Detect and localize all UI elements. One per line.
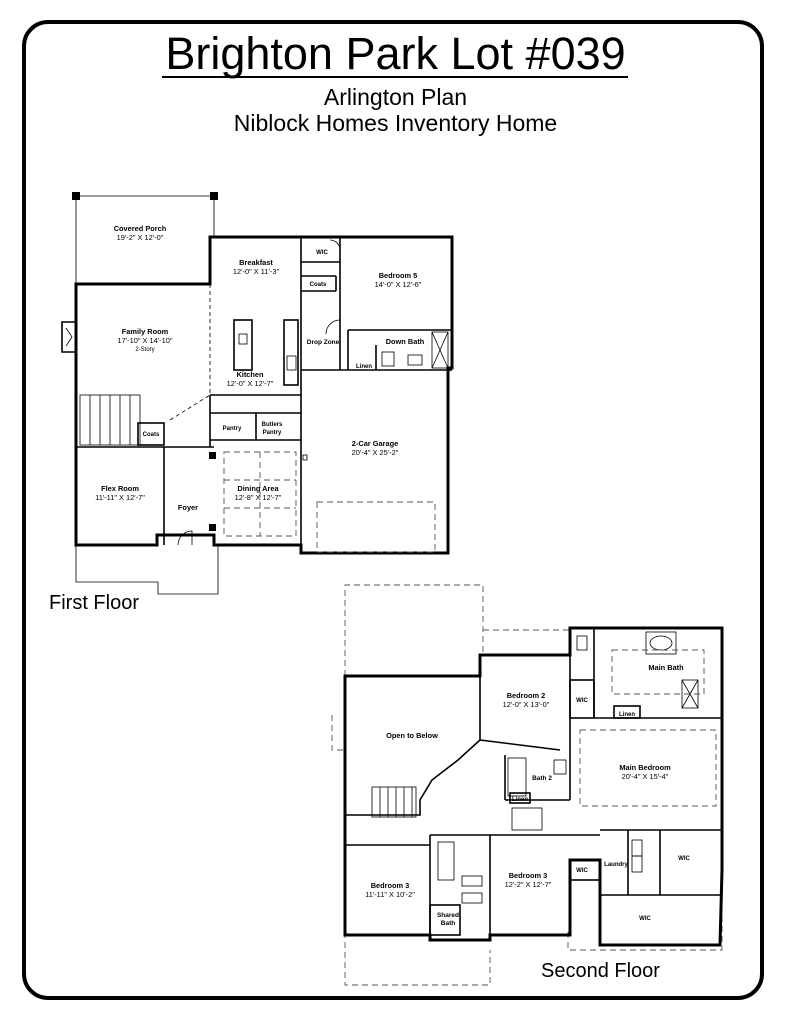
shared-bath-label-2: Bath bbox=[441, 920, 455, 927]
drop-zone-label: Drop Zone bbox=[307, 339, 340, 346]
shared-bath-label-1: Shared bbox=[437, 912, 459, 919]
title-underline bbox=[162, 76, 628, 78]
garage-dims: 20'-4" X 25'-2" bbox=[352, 448, 399, 457]
linen-hall-label: Linen bbox=[512, 797, 528, 803]
open-to-below-rail bbox=[345, 676, 481, 816]
linen-main-label: Linen bbox=[619, 712, 635, 718]
main-bedroom-tray bbox=[579, 729, 717, 807]
second-floor-plan bbox=[331, 584, 724, 986]
kitchen-island bbox=[233, 319, 253, 371]
main-bedroom-label: Main Bedroom bbox=[619, 763, 671, 772]
wic-bedroom-2-label: WIC bbox=[576, 698, 588, 704]
wic-bedroom-3-label: WIC bbox=[576, 868, 588, 874]
linen-first-floor-label: Linen bbox=[356, 364, 372, 370]
covered-porch-label: Covered Porch bbox=[114, 224, 167, 233]
down-bath-label: Down Bath bbox=[386, 337, 425, 346]
kitchen-counter bbox=[283, 319, 299, 386]
stairs-second-floor bbox=[371, 786, 417, 818]
family-room-note: 2-Story bbox=[135, 347, 154, 353]
dining-area-dims: 12'-8" X 12'-7" bbox=[235, 493, 282, 502]
wic-first-floor-label: WIC bbox=[316, 250, 328, 256]
covered-porch-dims: 19'-2" X 12'-0" bbox=[117, 233, 164, 242]
wic-main-bottom-label: WIC bbox=[639, 916, 651, 922]
bath-2-label: Bath 2 bbox=[532, 775, 552, 782]
breakfast-label: Breakfast bbox=[239, 258, 273, 267]
pantry-label: Pantry bbox=[223, 426, 242, 432]
kitchen-dims: 12'-0" X 12'-7" bbox=[227, 379, 274, 388]
breakfast-dims: 12'-0" X 11'-3" bbox=[233, 267, 280, 276]
wic-main-right-label: WIC bbox=[678, 856, 690, 862]
open-to-below-label: Open to Below bbox=[386, 731, 438, 740]
bedroom-2-label: Bedroom 2 bbox=[507, 691, 546, 700]
covered-porch-outline bbox=[75, 195, 215, 285]
dining-area-label: Dining Area bbox=[237, 484, 279, 493]
plan-name: Arlington Plan bbox=[323, 84, 468, 110]
bedroom-5-dims: 14'-0" X 12'-6" bbox=[375, 280, 422, 289]
fireplace bbox=[61, 321, 76, 353]
main-bedroom-dims: 20'-4" X 15'-4" bbox=[622, 772, 669, 781]
family-room-label: Family Room bbox=[122, 327, 169, 336]
first-floor-label: First Floor bbox=[49, 592, 139, 614]
flex-room-label: Flex Room bbox=[101, 484, 139, 493]
butlers-pantry-label-1: Butlers bbox=[262, 422, 283, 428]
coats-garage-label: Coats bbox=[310, 282, 327, 288]
page-border bbox=[22, 20, 764, 1000]
bedroom-3-right-label: Bedroom 3 bbox=[509, 871, 548, 880]
butlers-pantry-label-2: Pantry bbox=[263, 430, 282, 436]
kitchen-label: Kitchen bbox=[236, 370, 264, 379]
first-floor-plan bbox=[61, 192, 454, 595]
second-floor-exterior-walls bbox=[343, 626, 724, 947]
builder-name: Niblock Homes Inventory Home bbox=[233, 110, 558, 136]
coats-stair-label: Coats bbox=[143, 432, 160, 438]
flex-room-dims: 11'-11" X 12'-7" bbox=[95, 493, 145, 502]
laundry-label: Laundry bbox=[604, 862, 628, 868]
foyer-label: Foyer bbox=[178, 503, 198, 512]
bedroom-5-label: Bedroom 5 bbox=[379, 271, 418, 280]
page-title: Brighton Park Lot #039 bbox=[165, 28, 626, 79]
bedroom-3-left-label: Bedroom 3 bbox=[371, 881, 410, 890]
front-porch-outline bbox=[75, 545, 219, 595]
main-bath-label: Main Bath bbox=[648, 663, 684, 672]
second-floor-label: Second Floor bbox=[541, 960, 660, 982]
bedroom-2-dims: 12'-0" X 13'-0" bbox=[503, 700, 550, 709]
bedroom-3-right-dims: 12'-2" X 12'-7" bbox=[505, 880, 552, 889]
bedroom-3-left-dims: 11'-11" X 10'-2" bbox=[365, 890, 415, 899]
garage-label: 2-Car Garage bbox=[352, 439, 398, 448]
garage-door bbox=[316, 501, 436, 553]
roof-outline-top bbox=[344, 584, 484, 676]
family-room-dims: 17'-10" X 14'-10" bbox=[118, 336, 173, 345]
